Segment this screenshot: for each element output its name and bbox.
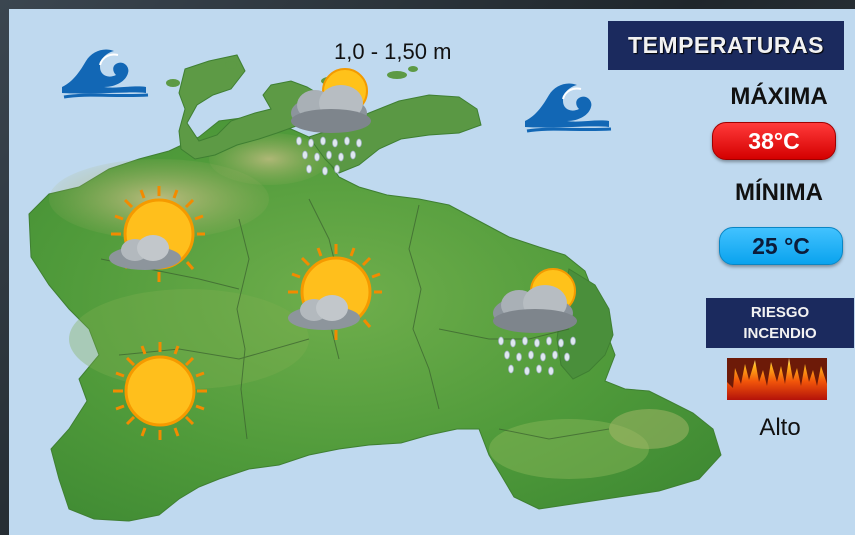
fire-risk-header-line1: RIESGO <box>750 304 810 321</box>
max-temperature-badge: 38°C <box>712 122 836 160</box>
max-temperature-label: MÁXIMA <box>730 83 828 110</box>
rain-cloud-icon <box>493 268 577 376</box>
island <box>225 61 237 69</box>
fire-risk-header: RIESGO INCENDIO <box>706 298 854 348</box>
sun-icon <box>113 342 207 440</box>
peninsula <box>178 54 328 160</box>
island <box>387 71 407 79</box>
wave-icon <box>62 49 149 99</box>
fire-risk-header-line2: INCENDIO <box>743 325 817 342</box>
min-temperature-label: MÍNIMA <box>735 179 823 206</box>
min-temperature-badge: 25 °C <box>719 227 843 265</box>
temperatures-header: TEMPERATURAS <box>608 21 844 70</box>
forecast-panel: 1,0 - 1,50 m <box>9 9 855 535</box>
island <box>166 79 180 87</box>
fire-risk-level: Alto <box>759 414 801 441</box>
wave-icon <box>525 83 612 133</box>
sun-cloud-icon <box>288 244 382 340</box>
sun-cloud-icon <box>109 186 205 282</box>
wave-height-label: 1,0 - 1,50 m <box>334 39 452 64</box>
fire-icon <box>727 358 827 400</box>
island <box>408 66 418 72</box>
rain-cloud-icon <box>291 68 371 176</box>
